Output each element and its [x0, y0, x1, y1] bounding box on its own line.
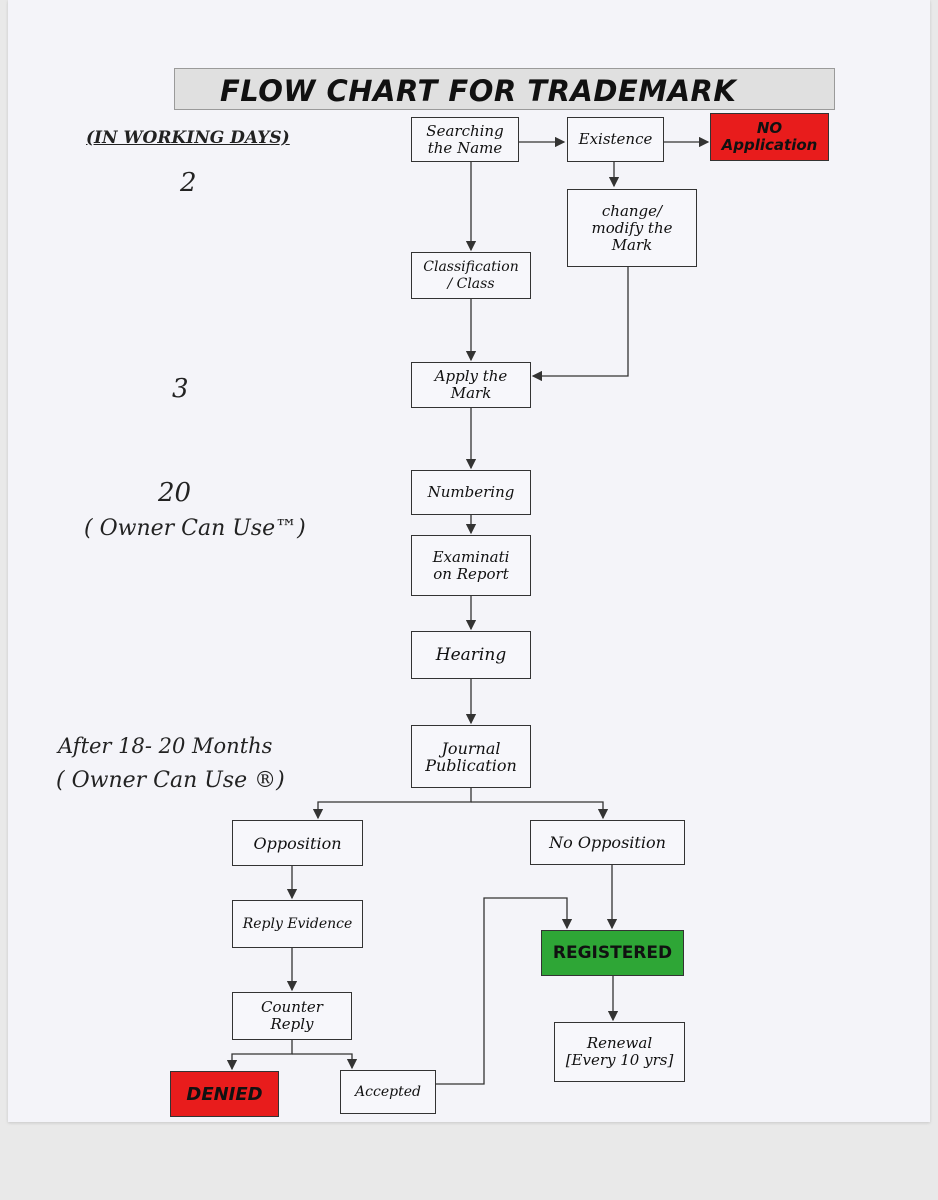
note-owner-registered: ( Owner Can Use ®) [56, 768, 285, 793]
node-journal-publication: Journal Publication [411, 725, 531, 788]
node-counter-reply: Counter Reply [232, 992, 352, 1040]
node-registered: REGISTERED [541, 930, 684, 976]
node-no-application: NO Application [710, 113, 829, 161]
node-classification: Classification / Class [411, 252, 531, 299]
note-days-numbering: 20 [158, 478, 192, 508]
note-days-apply: 3 [172, 374, 189, 404]
node-denied: DENIED [170, 1071, 279, 1117]
note-after-months: After 18- 20 Months [58, 734, 273, 758]
note-owner-tm: ( Owner Can Use™) [84, 516, 306, 541]
node-numbering: Numbering [411, 470, 531, 515]
node-renewal: Renewal [Every 10 yrs] [554, 1022, 685, 1082]
chart-title: FLOW CHART FOR TRADEMARK [220, 74, 737, 108]
node-existence: Existence [567, 117, 664, 162]
title-bar [174, 68, 835, 110]
node-change-modify-mark: change/ modify the Mark [567, 189, 697, 267]
node-hearing: Hearing [411, 631, 531, 679]
node-apply-mark: Apply the Mark [411, 362, 531, 408]
node-accepted: Accepted [340, 1070, 436, 1114]
node-opposition: Opposition [232, 820, 363, 866]
node-searching-name: Searching the Name [411, 117, 519, 162]
node-reply-evidence: Reply Evidence [232, 900, 363, 948]
note-working-days: (IN WORKING DAYS) [86, 128, 290, 148]
node-examination-report: Examinati on Report [411, 535, 531, 596]
note-days-searching: 2 [180, 168, 197, 198]
node-no-opposition: No Opposition [530, 820, 685, 865]
